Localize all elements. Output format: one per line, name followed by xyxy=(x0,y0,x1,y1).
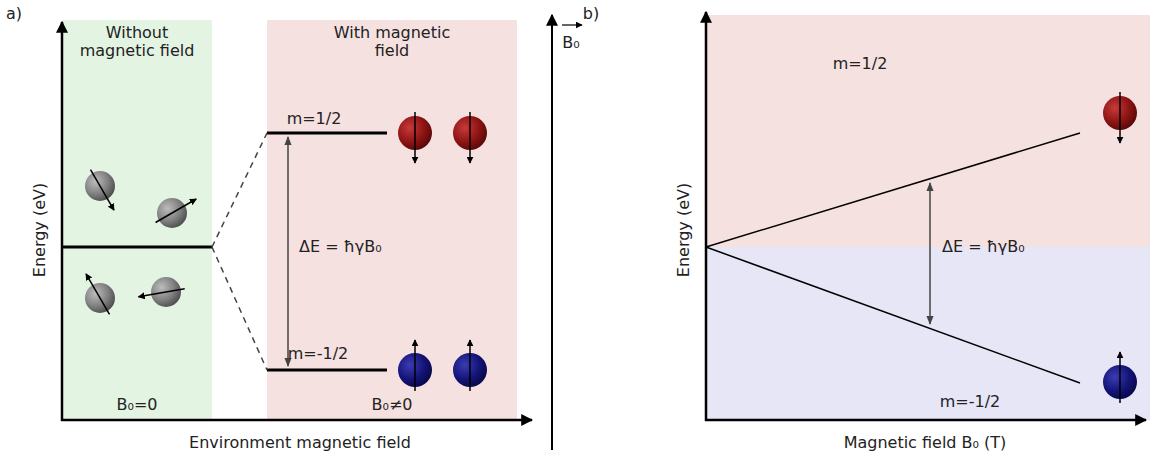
energy-gap: ΔE = ħγB₀ xyxy=(299,238,382,256)
field-symbol: B₀ xyxy=(562,34,579,52)
axis-title: Magnetic field B₀ (T) xyxy=(844,434,1007,452)
spin-particle xyxy=(1103,92,1137,143)
split-line xyxy=(212,133,267,247)
level-label: m=-1/2 xyxy=(940,393,1001,411)
spin-particle xyxy=(453,340,487,391)
spin-particles xyxy=(85,92,1137,403)
panel-label: b) xyxy=(583,5,599,23)
spin-arrow xyxy=(86,274,110,315)
band-heading: Without magnetic field xyxy=(66,24,208,59)
spin-arrow xyxy=(91,170,115,211)
axis-title: Energy (eV) xyxy=(675,183,693,277)
level-label: m=-1/2 xyxy=(288,345,349,363)
upper-branch xyxy=(706,133,1080,247)
vector-arrow xyxy=(562,24,582,25)
band-condition: B₀≠0 xyxy=(372,396,413,414)
band-condition: B₀=0 xyxy=(117,396,158,414)
upper-level xyxy=(267,132,387,135)
x-axis xyxy=(61,419,532,422)
spin-particle xyxy=(156,198,197,228)
spin-particle xyxy=(398,340,432,391)
panel-label: a) xyxy=(6,5,22,23)
x-axis xyxy=(705,419,1146,422)
axis-title: Environment magnetic field xyxy=(189,434,411,452)
energy-gap: ΔE = ħγB₀ xyxy=(942,238,1025,256)
spin-arrow xyxy=(469,340,471,391)
spin-arrow xyxy=(138,289,184,297)
spin-particle xyxy=(138,277,184,307)
spin-arrow xyxy=(1119,92,1121,143)
band-heading: With magnetic field xyxy=(317,24,467,59)
lower-branch xyxy=(706,247,1080,383)
spin-particle xyxy=(1103,352,1137,403)
spin-arrow xyxy=(1119,352,1121,403)
spin-arrow xyxy=(156,199,197,223)
axis-title: Energy (eV) xyxy=(31,183,49,277)
spin-particle xyxy=(398,112,432,163)
level-label: m=1/2 xyxy=(833,55,888,73)
spin-arrow xyxy=(414,340,416,391)
spin-particle xyxy=(85,170,115,211)
gap-arrow xyxy=(929,183,931,324)
level-label: m=1/2 xyxy=(287,110,342,128)
spin-arrow xyxy=(414,112,416,163)
y-axis xyxy=(705,12,708,421)
spin-arrow xyxy=(469,112,471,163)
y-axis xyxy=(61,22,64,421)
split-line xyxy=(212,247,267,370)
spin-particle xyxy=(85,274,115,315)
low-energy-region xyxy=(706,247,1150,420)
field-band: Without magnetic fieldB₀=0 xyxy=(62,20,212,420)
lower-level xyxy=(267,369,387,372)
degenerate-level xyxy=(62,246,212,249)
field-arrow xyxy=(551,15,553,450)
gap-arrow xyxy=(287,137,289,366)
high-energy-region xyxy=(706,15,1150,247)
spin-particle xyxy=(453,112,487,163)
